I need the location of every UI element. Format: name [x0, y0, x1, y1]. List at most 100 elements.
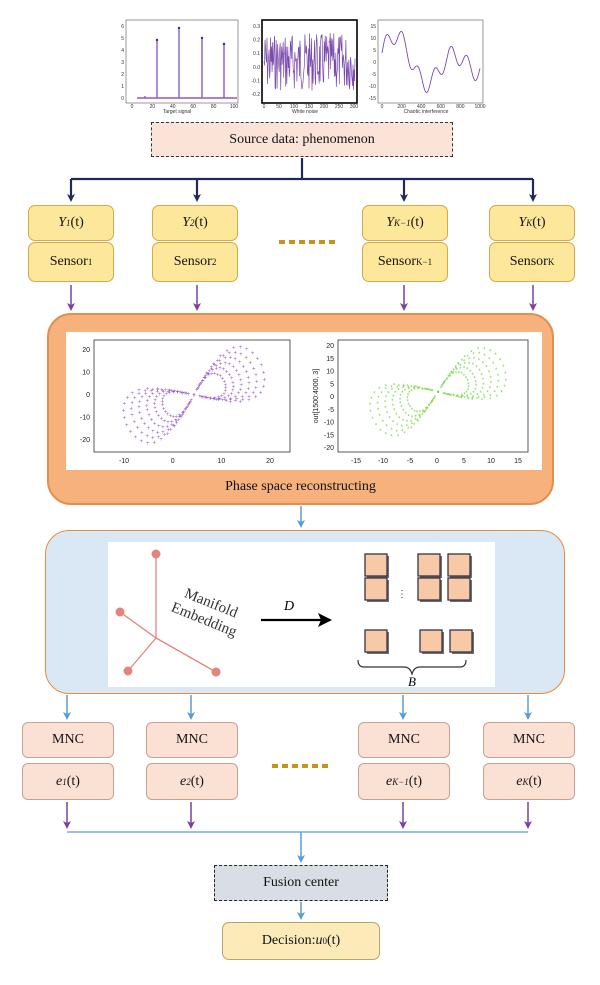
- left-attractor-point: +: [247, 381, 251, 387]
- right-attractor-point: *: [476, 394, 479, 400]
- right-attractor-point: *: [458, 371, 461, 377]
- right-attractor-point: *: [403, 385, 406, 391]
- left-xtick: -10: [119, 458, 129, 465]
- left-attractor-point: +: [209, 396, 213, 402]
- right-attractor-point: *: [433, 397, 436, 403]
- right-attractor-point: *: [382, 420, 385, 426]
- right-attractor-point: *: [401, 391, 404, 397]
- right-attractor-point: *: [437, 391, 440, 397]
- right-attractor-point: *: [393, 384, 396, 390]
- source-data-box: Source data: phenomenon: [151, 122, 453, 157]
- left-attractor-point: +: [186, 403, 190, 409]
- left-attractor-point: +: [199, 395, 203, 401]
- left-attractor-point: +: [199, 382, 203, 388]
- right-attractor-point: *: [483, 354, 486, 360]
- right-attractor-point: *: [369, 410, 372, 416]
- phase-space-panel: ++++++++++++++++++++++++++++++++++++++++…: [47, 313, 554, 505]
- right-attractor-point: *: [496, 386, 499, 392]
- embedding-figure: Manifold Embedding D ⋮ B: [108, 542, 495, 689]
- noise-xtick: 0: [263, 104, 266, 110]
- left-attractor-point: +: [252, 391, 256, 397]
- left-attractor-point: +: [132, 420, 136, 426]
- right-attractor-point: *: [377, 408, 380, 414]
- right-attractor-point: *: [504, 372, 507, 378]
- right-attractor-point: *: [473, 376, 476, 382]
- right-attractor-point: *: [405, 412, 408, 418]
- right-attractor-point: *: [406, 425, 409, 431]
- right-attractor-point: *: [466, 395, 469, 401]
- right-attractor-point: *: [413, 388, 416, 394]
- right-attractor-point: *: [446, 378, 449, 384]
- chaos-ytick: 5: [373, 48, 376, 54]
- right-attractor-point: *: [402, 409, 405, 415]
- left-attractor-point: +: [235, 397, 239, 403]
- right-attractor-point: *: [468, 362, 471, 368]
- arrow-label-d: D: [283, 599, 294, 614]
- right-attractor-point: *: [444, 393, 447, 399]
- mnc-box-1: MNC: [22, 722, 114, 758]
- left-attractor-point: +: [129, 430, 133, 436]
- right-attractor-point: *: [399, 402, 402, 408]
- left-attractor-point: +: [180, 411, 184, 417]
- left-attractor-point: +: [170, 420, 174, 426]
- left-attractor-point: +: [166, 412, 170, 418]
- left-attractor-point: +: [161, 430, 165, 436]
- right-attractor-point: *: [471, 397, 474, 403]
- right-attractor-point: *: [419, 411, 422, 417]
- matrix-block: [364, 629, 388, 653]
- right-attractor-point: *: [414, 415, 417, 421]
- target-xtick: 0: [131, 104, 134, 110]
- left-attractor-point: +: [161, 389, 165, 395]
- left-attractor-point: +: [181, 391, 185, 397]
- left-attractor-point: +: [146, 441, 150, 447]
- noise-ytick: 0.1: [253, 51, 260, 57]
- left-attractor-point: +: [170, 423, 174, 429]
- left-attractor-point: +: [204, 374, 208, 380]
- left-attractor-point: +: [224, 389, 228, 395]
- left-attractor-point: +: [174, 414, 178, 420]
- left-attractor-point: +: [228, 372, 232, 378]
- right-attractor-point: *: [463, 367, 466, 373]
- left-attractor-point: +: [188, 401, 192, 407]
- right-attractor-point: *: [410, 420, 413, 426]
- left-attractor-point: +: [197, 384, 201, 390]
- left-attractor-point: +: [234, 350, 238, 356]
- right-attractor-point: *: [414, 418, 417, 424]
- right-ytick: 0: [330, 394, 334, 401]
- right-attractor-point: *: [369, 403, 372, 409]
- left-attractor-point: +: [181, 391, 185, 397]
- left-attractor-point: +: [122, 408, 126, 414]
- right-attractor-point: *: [410, 427, 413, 433]
- left-attractor-point: +: [170, 389, 174, 395]
- left-attractor-point: +: [187, 392, 191, 398]
- right-attractor-point: *: [460, 396, 463, 402]
- embedding-drawing: Manifold Embedding D ⋮ B: [115, 549, 474, 689]
- left-attractor-point: +: [237, 373, 241, 379]
- left-attractor-point: +: [143, 422, 147, 428]
- right-xtick: 15: [514, 458, 522, 465]
- left-attractor-point: +: [185, 405, 189, 411]
- right-attractor-point: *: [473, 357, 476, 363]
- left-attractor-point: +: [201, 378, 205, 384]
- left-attractor-point: +: [235, 368, 239, 374]
- right-attractor-point: *: [426, 388, 429, 394]
- left-attractor-point: +: [192, 393, 196, 399]
- left-attractor-point: +: [140, 395, 144, 401]
- left-attractor-point: +: [156, 430, 160, 436]
- right-attractor-point: *: [419, 417, 422, 423]
- left-attractor-point: +: [189, 399, 193, 405]
- right-attractor-point: *: [411, 423, 414, 429]
- left-attractor-point: +: [199, 381, 203, 387]
- left-attractor-point: +: [163, 419, 167, 425]
- left-attractor-point: +: [222, 354, 226, 360]
- right-ytick: -20: [324, 445, 334, 452]
- right-attractor-point: *: [437, 391, 440, 397]
- right-attractor-point: *: [406, 397, 409, 403]
- right-xtick: -15: [351, 458, 361, 465]
- left-attractor-point: +: [137, 391, 141, 397]
- left-attractor-point: +: [181, 411, 185, 417]
